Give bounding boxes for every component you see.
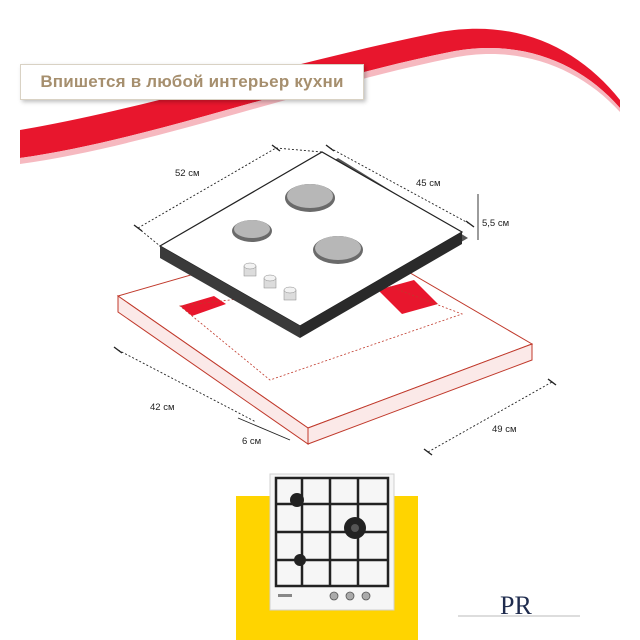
dim-cutout-width: 42 см: [150, 402, 175, 413]
dim-cutout-depth: 49 см: [492, 424, 517, 435]
hob: [158, 151, 468, 338]
product-photo: [269, 473, 395, 611]
brand-logo: PR: [458, 591, 580, 620]
dim-depth-top: 45 см: [416, 178, 441, 189]
red-swoosh-shadow: [20, 48, 620, 164]
banner: Впишется в любой интерьер кухни: [20, 64, 364, 100]
dim-cutout-offset: 6 см: [242, 436, 261, 447]
svg-text:PR: PR: [500, 591, 532, 620]
knobs: [243, 262, 297, 301]
countertop: [116, 231, 534, 445]
dim-height: 5,5 см: [482, 218, 509, 229]
banner-text: Впишется в любой интерьер кухни: [40, 72, 344, 91]
dim-width-top: 52 см: [175, 168, 200, 179]
red-swoosh: [20, 28, 620, 158]
